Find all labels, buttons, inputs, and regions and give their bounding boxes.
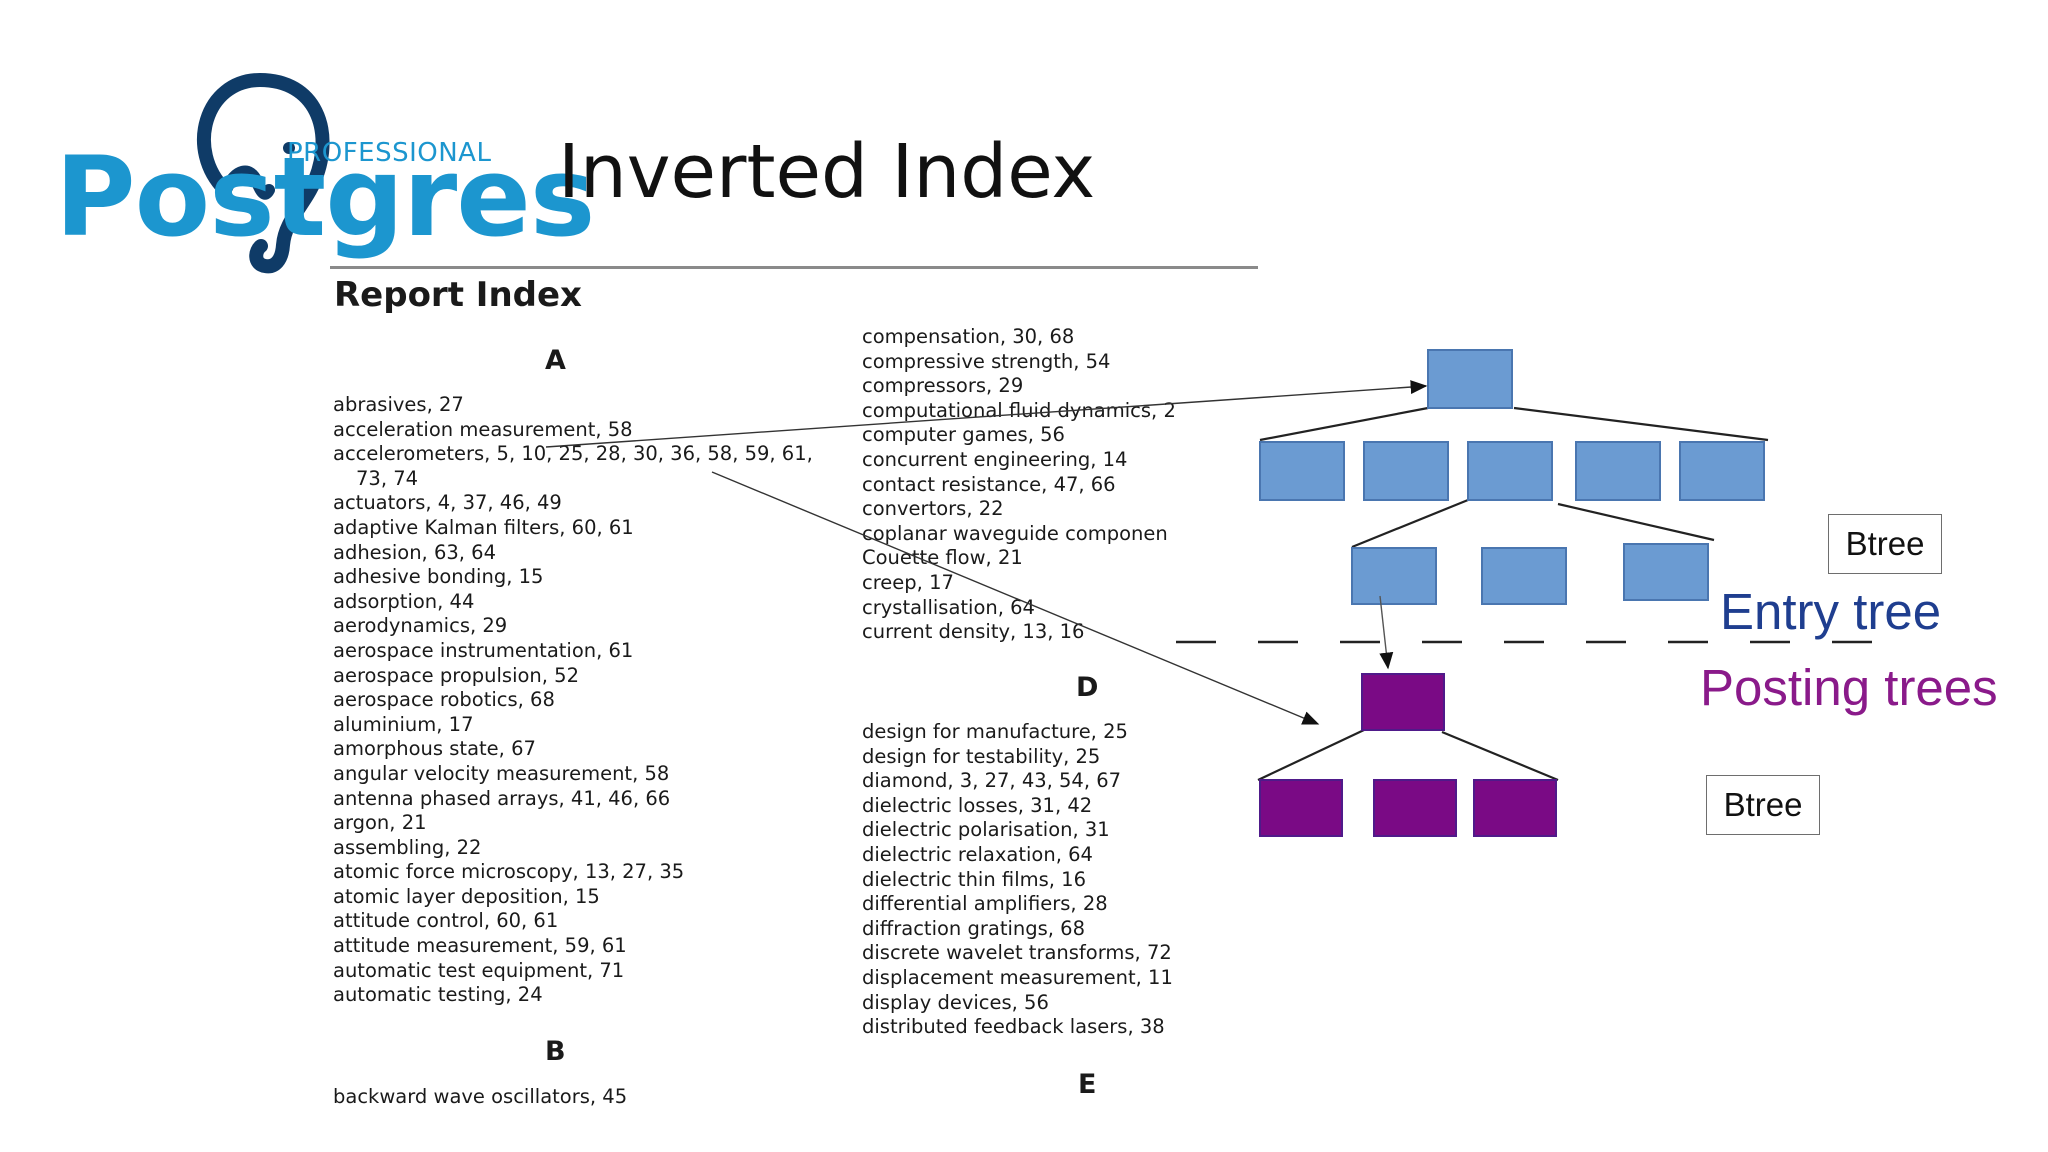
- list-item: diffraction gratings, 68: [862, 916, 1085, 940]
- entry-node: [1259, 441, 1345, 501]
- list-item: display devices, 56: [862, 990, 1049, 1014]
- posting-root-node: [1361, 673, 1445, 731]
- list-item: backward wave oscillators, 45: [333, 1085, 628, 1108]
- title-divider: [330, 266, 1258, 269]
- list-item: differential amplifiers, 28: [862, 892, 1108, 916]
- list-item: aerospace robotics, 68: [333, 688, 555, 712]
- list-item: dielectric thin films, 16: [862, 867, 1086, 891]
- list-item: displacement measurement, 11: [862, 965, 1173, 989]
- list-item: amorphous state, 67: [333, 737, 536, 761]
- list-item: adhesion, 63, 64: [333, 540, 496, 564]
- list-item: coplanar waveguide componen: [862, 521, 1168, 545]
- list-item: accelerometers, 5, 10, 25, 28, 30, 36, 5…: [333, 442, 813, 466]
- entry-tree-edges: [1259, 406, 1769, 549]
- logo-tagline: PROFESSIONAL: [287, 138, 492, 168]
- list-item: computational fluid dynamics, 2: [862, 398, 1176, 422]
- list-item: design for testability, 25: [862, 744, 1101, 768]
- list-item: distributed feedback lasers, 38: [862, 1015, 1165, 1039]
- list-item: compressors, 29: [862, 374, 1024, 398]
- list-item: attitude measurement, 59, 61: [333, 934, 627, 958]
- list-item: design for manufacture, 25: [862, 720, 1128, 743]
- section-letter-e: E: [1078, 1069, 1097, 1100]
- entry-leaf-node: [1481, 547, 1567, 605]
- index-list-c: compensation, 30, 68 compressive strengt…: [862, 325, 1176, 645]
- arrow-to-entry-root: [545, 380, 1428, 448]
- list-item: automatic testing, 24: [333, 983, 543, 1007]
- list-item: compensation, 30, 68: [862, 325, 1075, 348]
- list-item: automatic test equipment, 71: [333, 958, 625, 982]
- elephant-icon: [196, 72, 330, 274]
- section-letter-b: B: [545, 1036, 566, 1067]
- btree-callout-bottom: Btree: [1706, 775, 1820, 835]
- list-item: diamond, 3, 27, 43, 54, 67: [862, 769, 1122, 793]
- list-item: 73, 74: [356, 466, 419, 490]
- entry-leaf-node: [1623, 543, 1709, 601]
- logo-wordmark: Postgres: [55, 133, 595, 261]
- section-letter-a: A: [545, 345, 566, 376]
- list-item: atomic force microscopy, 13, 27, 35: [333, 860, 685, 884]
- list-item: contact resistance, 47, 66: [862, 472, 1116, 496]
- slide-title: Inverted Index: [558, 129, 1096, 215]
- list-item: adsorption, 44: [333, 589, 475, 613]
- posting-leaf-node: [1373, 779, 1457, 837]
- list-item: actuators, 4, 37, 46, 49: [333, 491, 562, 515]
- arrow-to-posting-root: [711, 471, 1320, 725]
- list-item: current density, 13, 16: [862, 620, 1085, 644]
- list-item: creep, 17: [862, 570, 954, 594]
- posting-trees-label: Posting trees: [1700, 659, 1998, 716]
- entry-tree: [1259, 349, 1765, 605]
- list-item: atomic layer deposition, 15: [333, 884, 600, 908]
- btree-callout-top: Btree: [1828, 514, 1942, 574]
- list-item: aerospace propulsion, 52: [333, 663, 579, 687]
- list-item: assembling, 22: [333, 835, 482, 859]
- list-item: antenna phased arrays, 41, 46, 66: [333, 786, 671, 810]
- arrow-entry-to-posting: [1379, 595, 1394, 670]
- list-item: computer games, 56: [862, 423, 1065, 447]
- index-list-d: design for manufacture, 25 design for te…: [862, 720, 1173, 1040]
- section-letter-d: D: [1076, 672, 1099, 703]
- posting-leaf-node: [1473, 779, 1557, 837]
- posting-leaf-node: [1259, 779, 1343, 837]
- list-item: crystallisation, 64: [862, 595, 1035, 619]
- index-list-a: abrasives, 27 acceleration measurement, …: [333, 393, 813, 1008]
- list-item: dielectric polarisation, 31: [862, 818, 1110, 842]
- list-item: attitude control, 60, 61: [333, 909, 559, 933]
- entry-leaf-node: [1351, 547, 1437, 605]
- entry-tree-label: Entry tree: [1720, 583, 1942, 640]
- list-item: angular velocity measurement, 58: [333, 761, 670, 785]
- entry-root-node: [1427, 349, 1513, 409]
- list-item: abrasives, 27: [333, 393, 464, 416]
- list-item: discrete wavelet transforms, 72: [862, 941, 1172, 965]
- entry-node: [1679, 441, 1765, 501]
- list-item: adaptive Kalman filters, 60, 61: [333, 515, 634, 539]
- list-item: Couette flow, 21: [862, 546, 1023, 570]
- report-index-title: Report Index: [334, 275, 582, 315]
- list-item: dielectric losses, 31, 42: [862, 793, 1093, 817]
- list-item: compressive strength, 54: [862, 349, 1111, 373]
- posting-tree: [1259, 673, 1557, 837]
- entry-node: [1467, 441, 1553, 501]
- list-item: aerospace instrumentation, 61: [333, 638, 634, 662]
- list-item: aluminium, 17: [333, 712, 474, 736]
- index-list-b: backward wave oscillators, 45: [333, 1085, 627, 1110]
- list-item: acceleration measurement, 58: [333, 417, 633, 441]
- list-item: argon, 21: [333, 811, 427, 835]
- entry-node: [1363, 441, 1449, 501]
- list-item: aerodynamics, 29: [333, 614, 508, 638]
- list-item: adhesive bonding, 15: [333, 565, 544, 589]
- entry-node: [1575, 441, 1661, 501]
- list-item: dielectric relaxation, 64: [862, 842, 1093, 866]
- list-item: concurrent engineering, 14: [862, 447, 1128, 471]
- postgres-professional-logo: PROFESSIONAL Postgres: [55, 70, 595, 274]
- list-item: convertors, 22: [862, 497, 1004, 521]
- posting-tree-edges: [1257, 729, 1559, 782]
